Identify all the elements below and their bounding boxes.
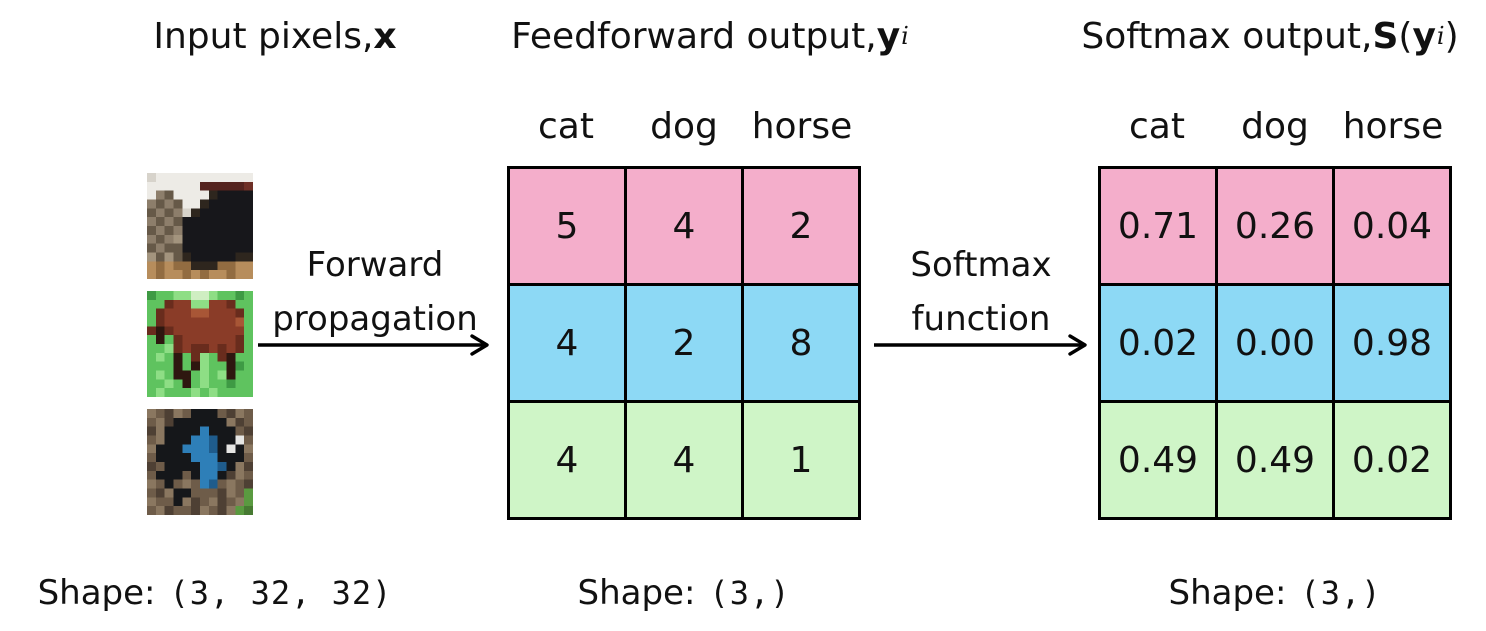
input-title-math-x: x [373,15,397,57]
softmax-function-label-line1: Softmax [910,245,1052,285]
softmax-title-text: Softmax output, [1081,15,1373,57]
input-shape-caption: Shape: (3, 32, 32) [0,568,430,618]
softmax-title-subscript: i [1436,22,1445,50]
forward-propagation-label-line2: propagation [272,299,478,339]
softmax-function-arrow [874,334,1087,356]
softmax-header-horse: horse [1342,105,1444,147]
softmax-header-cat: cat [1129,105,1185,147]
horse-input-image [147,291,253,397]
feedforward-table: 5 4 2 4 2 8 4 4 1 [507,166,861,520]
table-cell: 4 [510,286,624,400]
table-cell: 4 [627,169,741,283]
table-cell: 0.02 [1335,403,1449,517]
feedforward-shape-value: (3,) [709,574,791,612]
table-cell: 0.26 [1218,169,1332,283]
table-cell: 0.00 [1218,286,1332,400]
feedforward-shape-caption: Shape: (3,) [507,568,861,618]
feedforward-header-cat: cat [538,105,594,147]
softmax-shape-label: Shape: [1168,573,1287,613]
softmax-title-paren-open: ( [1398,15,1413,57]
feedforward-title-subscript: i [901,22,909,50]
softmax-function-label: Softmax function [873,238,1089,346]
input-shape-value: (3, 32, 32) [169,574,393,612]
feedforward-header-dog: dog [650,105,718,147]
table-cell: 0.04 [1335,169,1449,283]
feedforward-shape-label: Shape: [577,573,696,613]
table-cell: 4 [627,403,741,517]
table-cell: 8 [744,286,858,400]
softmax-header-dog: dog [1241,105,1309,147]
cat-input-image [147,173,253,279]
table-cell: 5 [510,169,624,283]
input-title-text: Input pixels, [153,15,374,57]
softmax-function-label-line2: function [911,299,1051,339]
feedforward-title-text: Feedforward output, [511,15,877,57]
table-cell: 0.71 [1101,169,1215,283]
dog-input-image [147,409,253,515]
table-cell: 2 [744,169,858,283]
table-cell: 0.49 [1101,403,1215,517]
softmax-shape-value: (3,) [1300,574,1382,612]
feedforward-table-headers: cat dog horse [507,100,861,152]
forward-propagation-arrow [258,334,489,356]
input-shape-label: Shape: [37,573,156,613]
input-column-title: Input pixels, x [55,10,495,62]
softmax-table-headers: cat dog horse [1098,100,1452,152]
softmax-title-paren-close: ) [1444,15,1459,57]
softmax-table: 0.71 0.26 0.04 0.02 0.00 0.98 0.49 0.49 … [1098,166,1452,520]
softmax-shape-caption: Shape: (3,) [1098,568,1452,618]
table-cell: 4 [510,403,624,517]
table-cell: 1 [744,403,858,517]
table-cell: 0.98 [1335,286,1449,400]
feedforward-header-horse: horse [751,105,853,147]
forward-propagation-label-line1: Forward [306,245,444,285]
feedforward-title-math-y: y [876,15,901,57]
softmax-title-math-y: y [1412,15,1436,57]
table-cell: 0.49 [1218,403,1332,517]
table-cell: 2 [627,286,741,400]
softmax-title-math-s: S [1372,15,1399,57]
table-cell: 0.02 [1101,286,1215,400]
forward-propagation-label: Forward propagation [264,238,486,346]
